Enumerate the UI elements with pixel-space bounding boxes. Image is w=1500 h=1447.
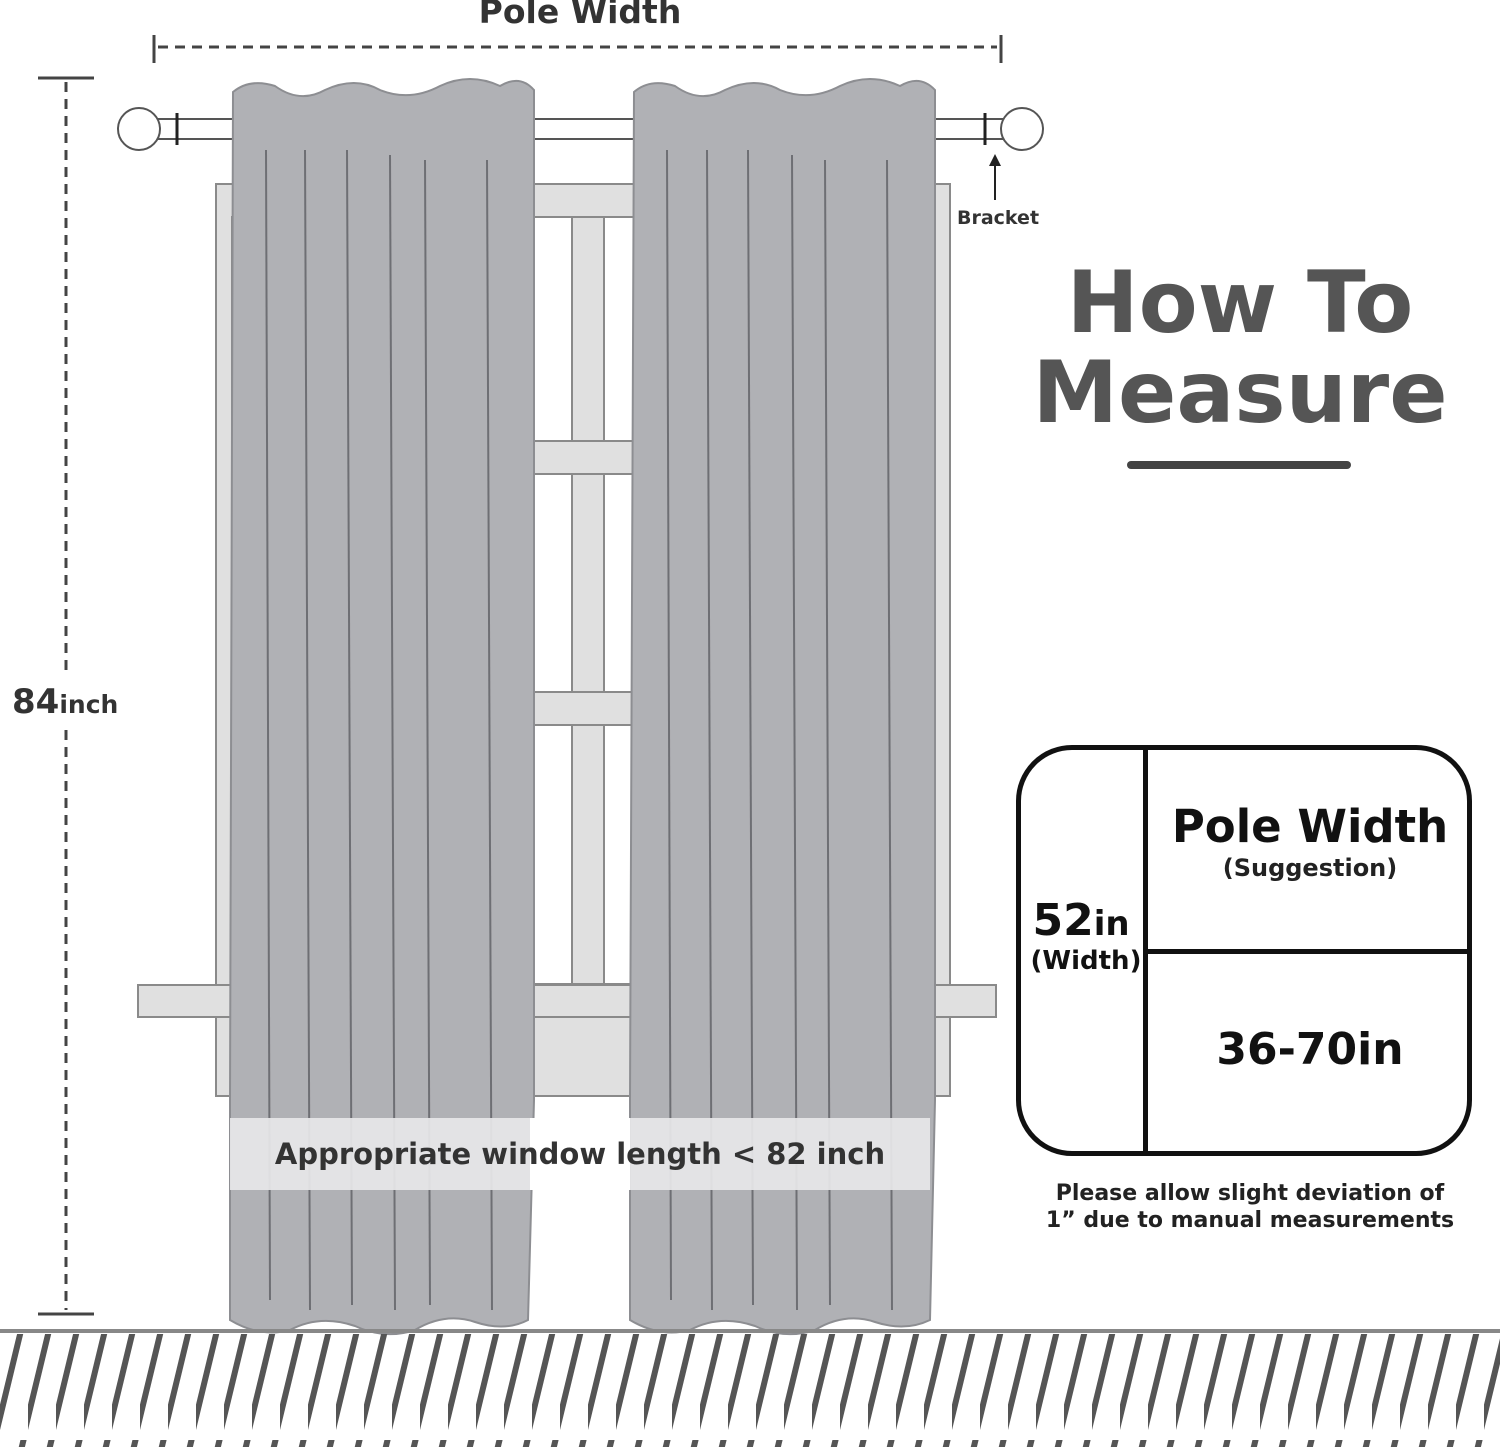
deviation-note-line-2: 1” due to manual measurements bbox=[1045, 1208, 1455, 1233]
pole-width-dimension bbox=[152, 35, 1003, 63]
deviation-note: Please allow slight deviation of 1” due … bbox=[1030, 1180, 1470, 1234]
pole-width-heading: Pole Width bbox=[1171, 800, 1449, 853]
pole-width-value: 36-70in bbox=[1216, 1024, 1404, 1075]
bracket-arrow bbox=[989, 154, 1001, 200]
page-title: How To Measure bbox=[1010, 258, 1470, 438]
pole-width-label: Pole Width bbox=[478, 0, 682, 31]
curtain-width-caption: (Width) bbox=[1030, 946, 1142, 976]
pole-width-caption: (Suggestion) bbox=[1222, 854, 1398, 882]
height-dimension bbox=[38, 76, 94, 1316]
height-value: 84 bbox=[12, 682, 60, 722]
left-curtain-panel bbox=[229, 78, 535, 1336]
bracket-label: Bracket bbox=[957, 207, 1040, 229]
size-card-divider-horizontal bbox=[1148, 949, 1472, 954]
title-line-1: How To bbox=[1066, 253, 1414, 353]
curtain-width: 52in bbox=[1018, 895, 1144, 946]
floor bbox=[0, 1329, 1500, 1447]
curtain-width-value: 52 bbox=[1032, 895, 1094, 946]
right-curtain-panel bbox=[629, 78, 936, 1336]
title-line-2: Measure bbox=[1032, 343, 1448, 443]
title-underline bbox=[1127, 461, 1351, 469]
height-label: 84inch bbox=[12, 682, 118, 722]
height-unit: inch bbox=[59, 690, 119, 719]
window-length-text: Appropriate window length < 82 inch bbox=[274, 1137, 886, 1171]
deviation-note-line-1: Please allow slight deviation of bbox=[1055, 1181, 1445, 1206]
size-card-divider-vertical bbox=[1143, 745, 1148, 1156]
curtain-width-unit: in bbox=[1093, 904, 1130, 944]
window-length-band bbox=[230, 1118, 930, 1190]
